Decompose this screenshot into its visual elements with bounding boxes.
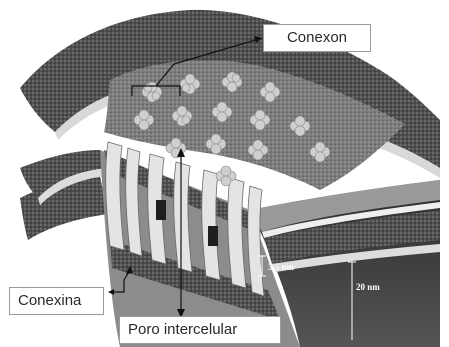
conexon-label: Conexon — [263, 24, 371, 52]
conexina-arrowhead-left — [108, 289, 114, 295]
conexina-label: Conexina — [9, 287, 104, 315]
depth-dimension-label: 20 nm — [356, 282, 380, 292]
channel-shadow — [208, 226, 218, 246]
channel-shadow — [156, 200, 166, 220]
poro-intercelular-label: Poro intercelular — [119, 316, 281, 344]
gap-dimension-label: 3.5 nm — [268, 262, 295, 272]
